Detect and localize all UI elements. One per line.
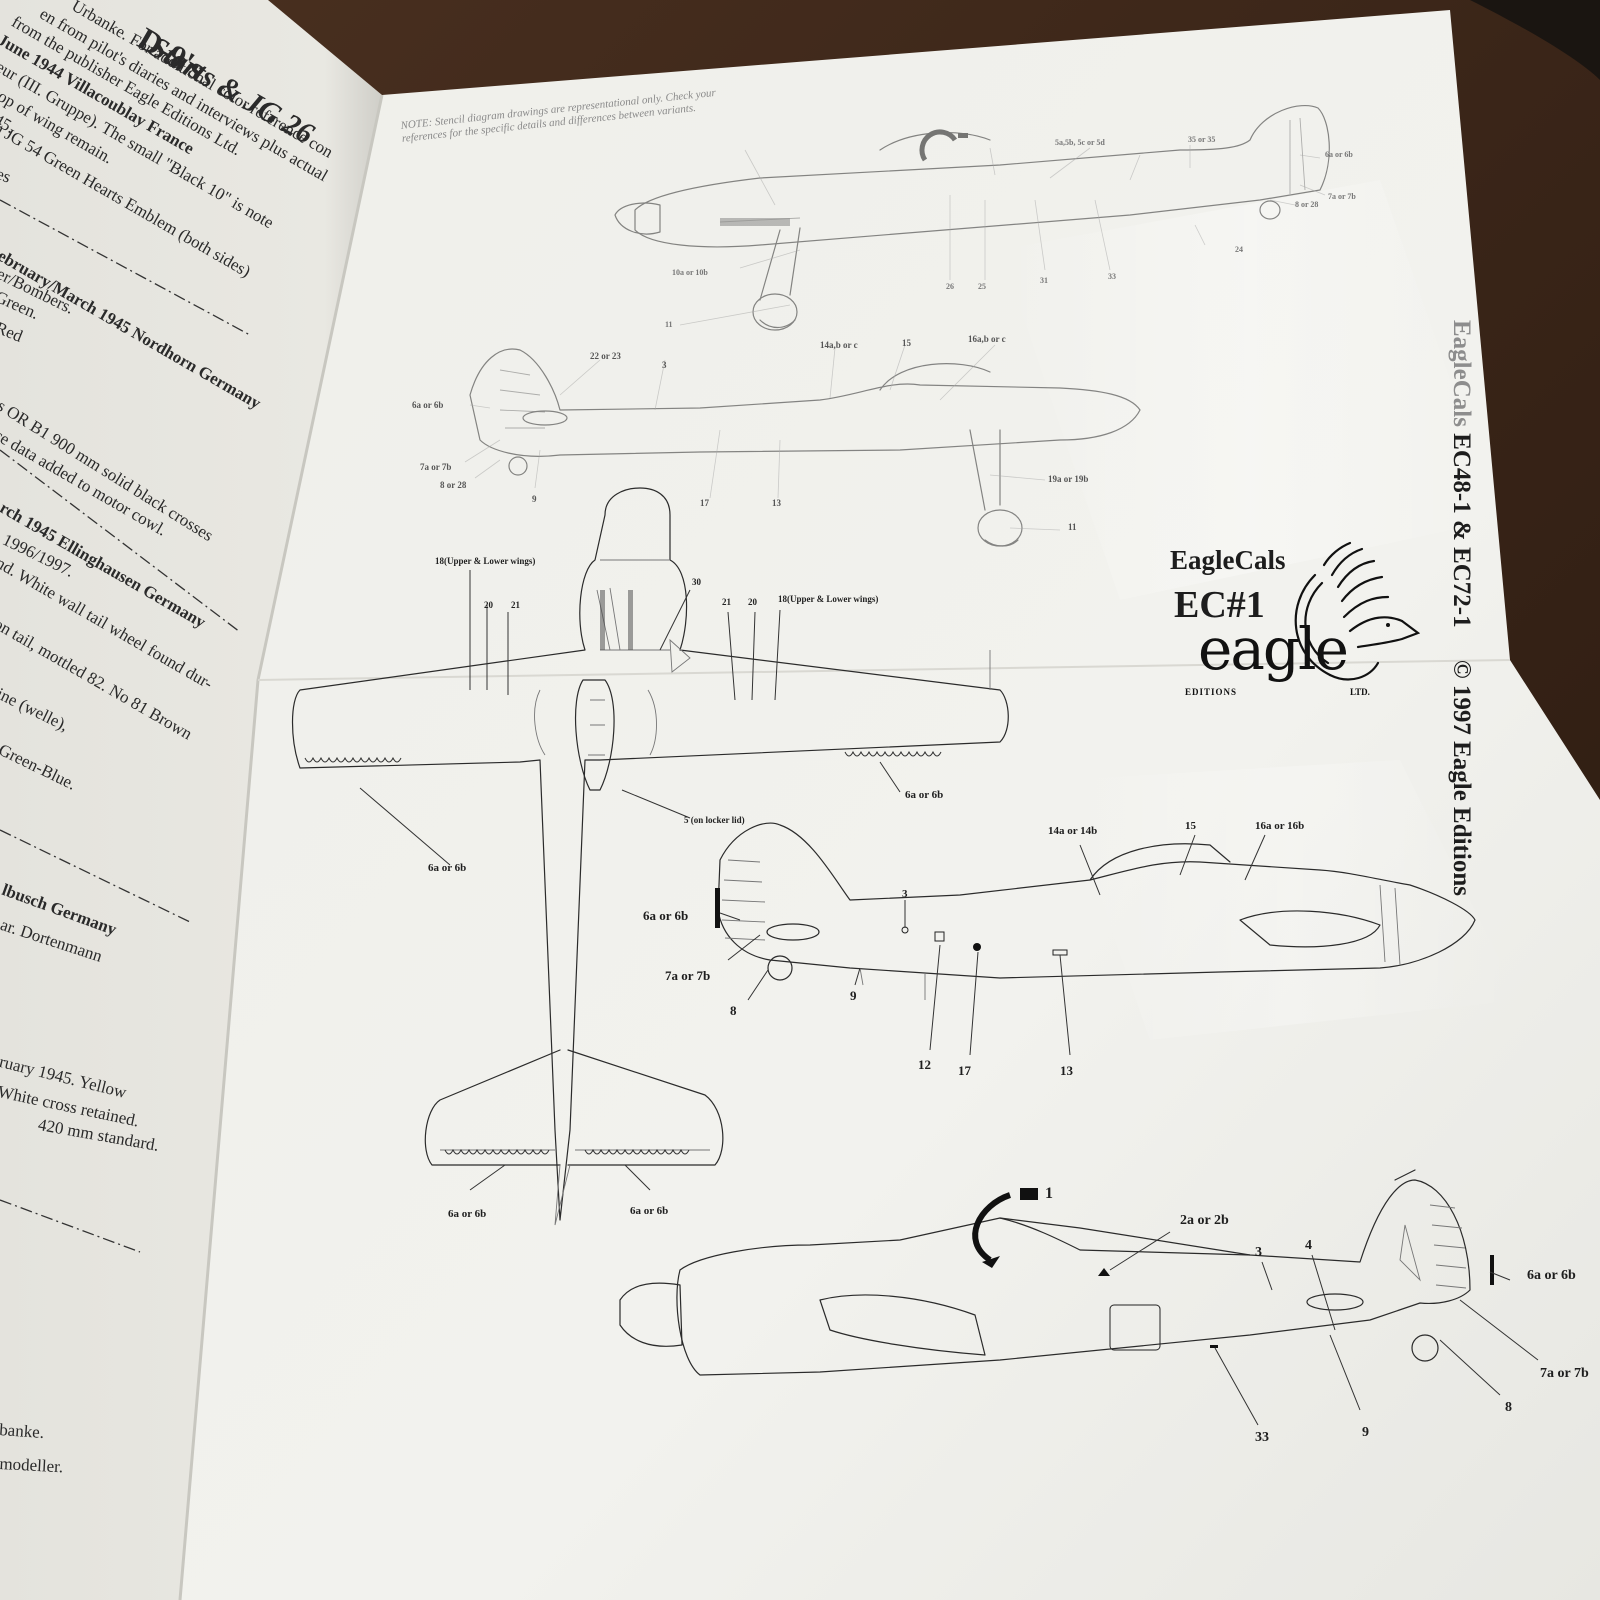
label: 15 — [1185, 820, 1196, 832]
left-page-text: D-9's Starts & JG 26 Urbanke. For additi… — [0, 0, 380, 1600]
label: 30 — [692, 577, 701, 587]
label: 3 — [662, 360, 667, 370]
left-page — [0, 0, 382, 1600]
label: 33 — [1255, 1430, 1269, 1445]
label: 6a or 6b — [643, 908, 689, 923]
label: 6a or 6b — [448, 1208, 487, 1220]
label: 14a,b or c — [820, 340, 858, 350]
side-view-upper — [614, 104, 1330, 331]
label: 24 — [1235, 245, 1243, 254]
brand-ec1: EC#1 — [1174, 584, 1265, 626]
label: 11 — [1068, 522, 1077, 532]
plan-view — [291, 487, 1009, 1226]
side-view-lower-left — [715, 822, 1476, 1000]
label: 35 or 35 — [1188, 135, 1216, 144]
label: 8 or 28 — [1295, 200, 1319, 209]
label: 20 — [748, 597, 757, 607]
label: 21 — [511, 600, 520, 610]
side-view-bottom-right-leaders — [1109, 1231, 1539, 1426]
label: 4 — [1305, 1238, 1312, 1253]
side-view-bottom-right — [619, 1169, 1494, 1376]
label: 12 — [918, 1057, 931, 1072]
label: 16a,b or c — [968, 334, 1006, 344]
label: 10a or 10b — [672, 268, 708, 277]
label: 14a or 14b — [1048, 825, 1098, 837]
label: 18(Upper & Lower wings) — [778, 594, 879, 604]
label: 6a or 6b — [428, 862, 467, 874]
eagle-head-icon — [1294, 541, 1420, 681]
side-view-lower-left-leaders — [719, 834, 1266, 1056]
label: 1 — [1045, 1185, 1053, 1202]
label: 7a or 7b — [665, 968, 711, 983]
label: 7a or 7b — [1540, 1366, 1589, 1381]
label: 9 — [1362, 1425, 1369, 1440]
label: 6a or 6b — [1527, 1268, 1576, 1283]
label: 7a or 7b — [420, 462, 452, 472]
label: 9 — [532, 494, 537, 504]
label: 26 — [946, 282, 954, 291]
label: 6a or 6b — [412, 400, 444, 410]
brand-editions: EDITIONS — [1185, 687, 1238, 697]
brand-ltd: LTD. — [1350, 687, 1370, 697]
side-view-middle — [469, 348, 1141, 547]
left-page-dividers — [0, 199, 251, 1253]
label: 2a or 2b — [1180, 1213, 1229, 1228]
label: 17 — [700, 498, 709, 508]
eagle-editions-logo: EagleCals EC#1 eagle EDITIONS LTD. — [1170, 541, 1430, 705]
label: 6a or 6b — [630, 1205, 669, 1217]
label: 3 — [1255, 1245, 1262, 1260]
label: 19a or 19b — [1048, 474, 1089, 484]
label: 16a or 16b — [1255, 820, 1305, 832]
label: 33 — [1108, 272, 1116, 281]
label: 7a or 7b — [1328, 192, 1356, 201]
label: 9 — [850, 988, 857, 1003]
side-view-upper-leaders — [679, 145, 1326, 326]
label: 25 — [978, 282, 986, 291]
label: 17 — [958, 1063, 971, 1078]
label: 20 — [484, 600, 493, 610]
side-view-middle-leaders — [464, 344, 1061, 531]
label: 13 — [772, 498, 781, 508]
label: 8 — [730, 1003, 737, 1018]
label: 5a,5b, 5c or 5d — [1055, 138, 1105, 147]
label: 3 — [902, 888, 908, 900]
label: 8 or 28 — [440, 480, 467, 490]
label: 22 or 23 — [590, 351, 621, 361]
label: 13 — [1060, 1063, 1073, 1078]
label: 8 — [1505, 1400, 1512, 1415]
label: 5 (on locker lid) — [684, 815, 745, 825]
label: 6a or 6b — [1325, 150, 1353, 159]
brand-eaglecals: EagleCals — [1170, 545, 1286, 575]
plan-view-leaders — [359, 570, 901, 1191]
label: 18(Upper & Lower wings) — [435, 556, 536, 566]
label: 15 — [902, 338, 911, 348]
label: 11 — [665, 320, 673, 329]
label: 21 — [722, 597, 731, 607]
label: 6a or 6b — [905, 789, 944, 801]
label: 31 — [1040, 276, 1048, 285]
